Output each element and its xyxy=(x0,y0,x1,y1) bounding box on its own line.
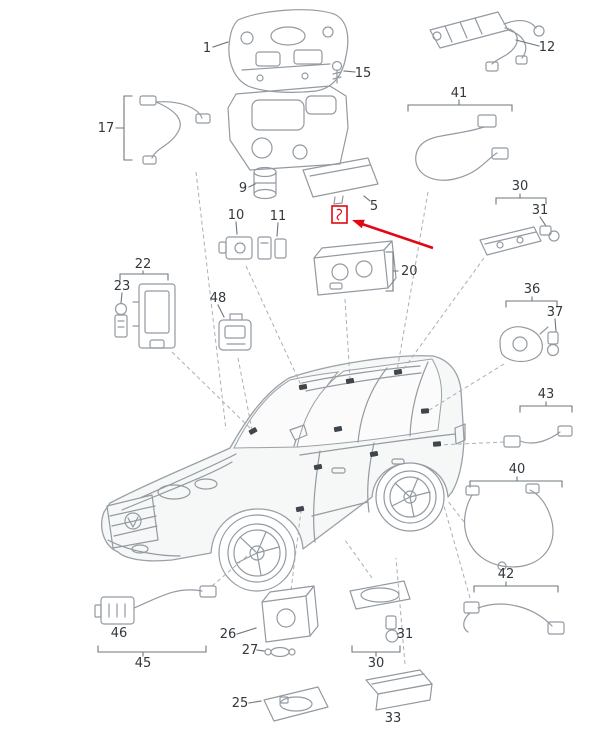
headlight xyxy=(157,484,191,500)
callout-36[interactable]: 36 xyxy=(524,282,541,297)
part-17-wiring-harness[interactable] xyxy=(139,95,211,165)
part-9-sensor[interactable] xyxy=(253,166,277,200)
callout-23[interactable]: 23 xyxy=(114,279,131,294)
callout-20[interactable]: 20 xyxy=(401,264,418,279)
part-30-bottom-lamp[interactable] xyxy=(349,580,411,610)
part-43-cable[interactable] xyxy=(503,425,573,448)
callout-30-right[interactable]: 30 xyxy=(512,179,529,194)
side-mirror xyxy=(289,424,308,447)
callout-31-bottom[interactable]: 31 xyxy=(397,627,414,642)
callout-31-right[interactable]: 31 xyxy=(532,203,549,218)
front-grille xyxy=(106,494,159,549)
part-console-trim-panel[interactable] xyxy=(227,85,349,171)
part-41-wiring-harness[interactable] xyxy=(415,114,509,181)
highlighted-part-box xyxy=(331,205,348,224)
part-26-lamp-housing[interactable] xyxy=(261,585,319,643)
part-22-bracket-module[interactable] xyxy=(132,283,176,349)
callout-30-bottom[interactable]: 30 xyxy=(368,656,385,671)
callout-40[interactable]: 40 xyxy=(509,462,526,477)
callout-11[interactable]: 11 xyxy=(270,209,287,224)
part-27-bulb[interactable] xyxy=(264,646,296,658)
callout-33[interactable]: 33 xyxy=(385,711,402,726)
callout-15[interactable]: 15 xyxy=(355,66,372,81)
callout-17[interactable]: 17 xyxy=(98,121,115,136)
callout-26[interactable]: 26 xyxy=(220,627,237,642)
part-12-control-module[interactable] xyxy=(429,11,545,72)
part-33-lens[interactable] xyxy=(365,669,433,711)
vehicle-illustration xyxy=(101,355,466,592)
rear-wheel xyxy=(375,462,445,532)
part-11-switch[interactable] xyxy=(257,236,287,260)
taillight xyxy=(454,423,466,445)
callout-5[interactable]: 5 xyxy=(370,199,378,214)
callout-9[interactable]: 9 xyxy=(239,181,247,196)
callout-37[interactable]: 37 xyxy=(547,305,564,320)
front-wheel xyxy=(218,514,296,592)
callout-27[interactable]: 27 xyxy=(242,643,259,658)
part-46-connector[interactable] xyxy=(94,596,135,625)
part-31-bottom-bulb[interactable] xyxy=(385,615,399,643)
part-31-right-bulb[interactable] xyxy=(539,225,560,242)
highlight-arrow xyxy=(352,219,434,250)
part-37-bulb[interactable] xyxy=(546,331,560,357)
part-23-bulb[interactable] xyxy=(114,302,128,338)
part-5-lens-plate[interactable] xyxy=(302,157,379,205)
callout-42[interactable]: 42 xyxy=(498,567,515,582)
part-36-sensor[interactable] xyxy=(499,326,549,363)
part-42-cable[interactable] xyxy=(463,601,565,635)
callout-25[interactable]: 25 xyxy=(232,696,249,711)
part-40-harness[interactable] xyxy=(464,483,554,571)
callout-46[interactable]: 46 xyxy=(111,626,128,641)
callout-45[interactable]: 45 xyxy=(135,656,152,671)
callout-43[interactable]: 43 xyxy=(538,387,555,402)
part-1-overhead-console[interactable] xyxy=(228,9,349,93)
part-20-reading-light[interactable] xyxy=(313,240,397,296)
part-48-connector[interactable] xyxy=(218,313,252,351)
callout-48[interactable]: 48 xyxy=(210,291,227,306)
callout-22[interactable]: 22 xyxy=(135,257,152,272)
callout-41[interactable]: 41 xyxy=(451,86,468,101)
part-10-switch[interactable] xyxy=(218,236,253,260)
part-25-lamp[interactable] xyxy=(263,686,329,722)
callout-10[interactable]: 10 xyxy=(228,208,245,223)
callout-12[interactable]: 12 xyxy=(539,40,556,55)
callout-1[interactable]: 1 xyxy=(203,41,211,56)
part-15-screw[interactable] xyxy=(331,60,343,84)
part-30-right-lamp[interactable] xyxy=(479,226,542,256)
location-markers xyxy=(248,369,442,513)
leader-lines xyxy=(171,171,505,665)
part-45-wire[interactable] xyxy=(133,585,217,609)
headlight-inner xyxy=(194,478,218,490)
